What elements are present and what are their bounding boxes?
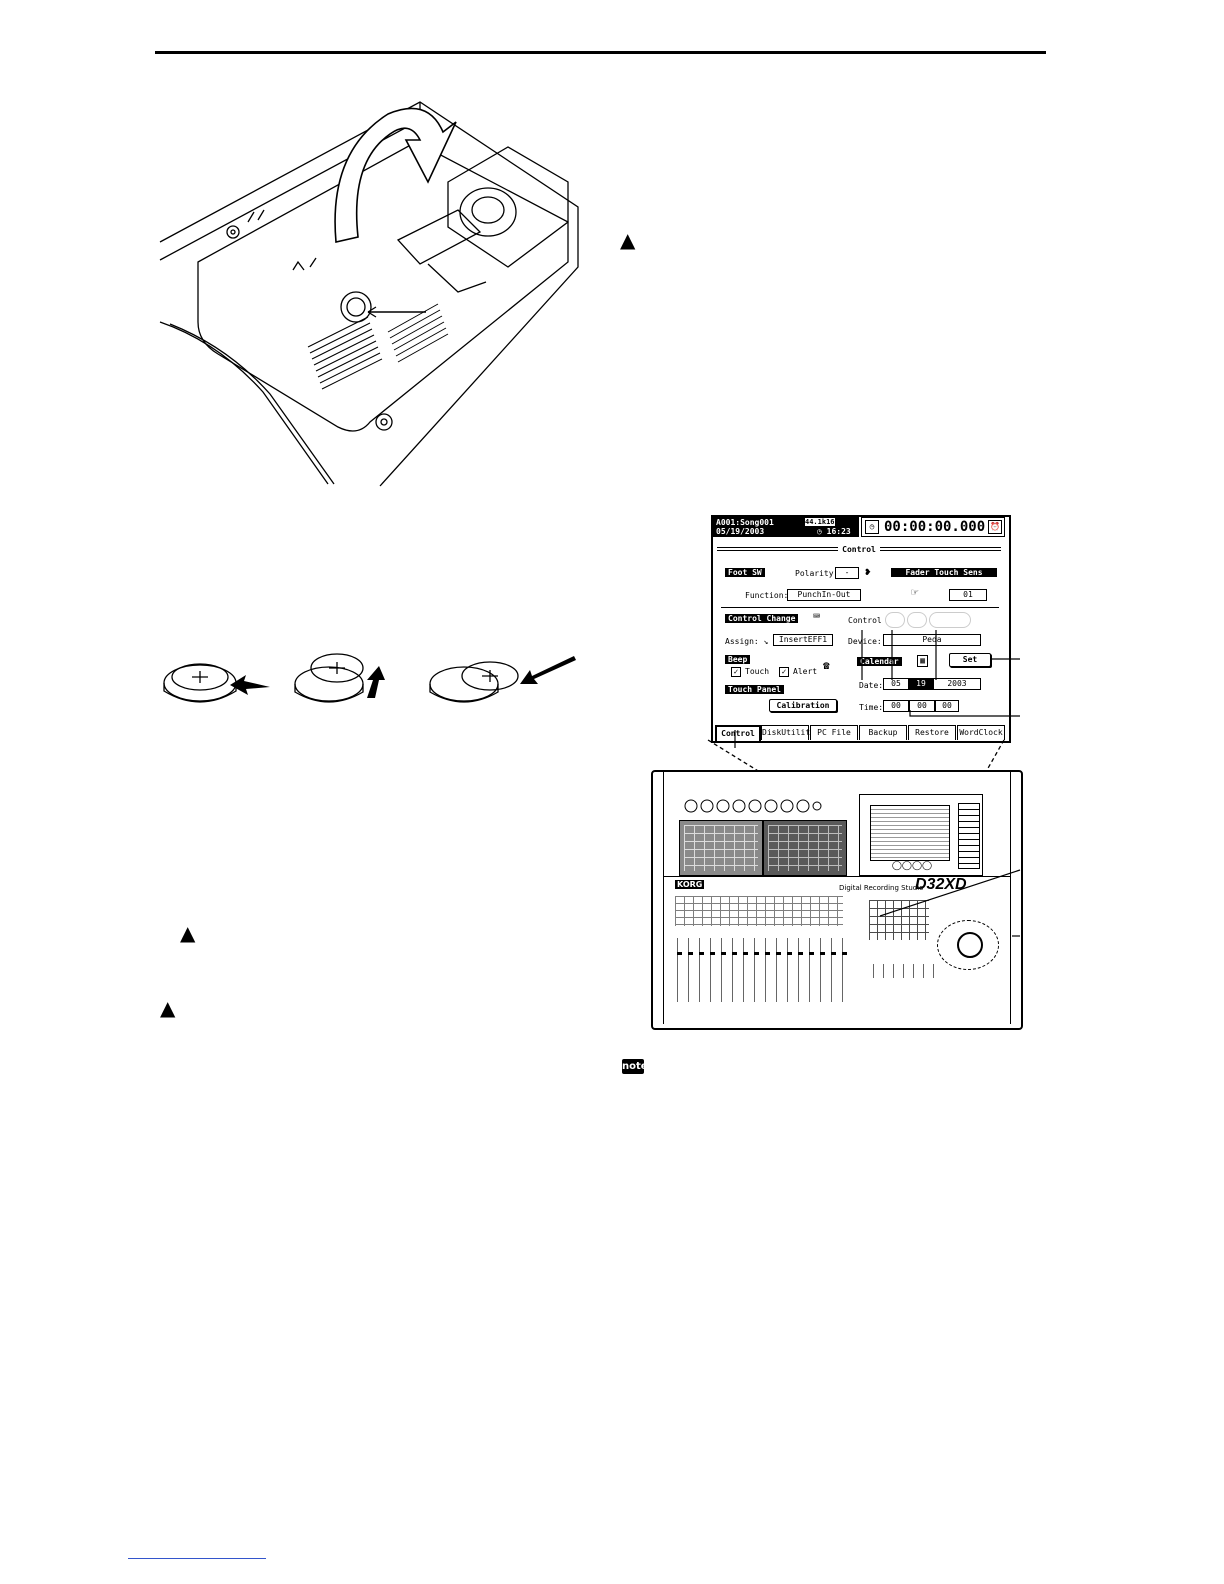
callout-bubble [885,612,905,628]
battery-compartment-illustration [159,101,579,487]
control-label: Control [848,616,882,625]
polarity-label: Polarity: [795,569,839,578]
panel-divider [663,876,1011,877]
song-name: A001:Song001 [716,518,774,527]
clock-time: ◷ 16:23 [817,527,851,536]
note-icon: note [622,1059,648,1074]
month-field[interactable]: 05 [883,678,909,690]
device-label: Device: [848,637,882,646]
beep-header: Beep [725,655,751,664]
transport-buttons [873,964,943,978]
page-title: Control [717,545,1001,554]
callout-bubble [929,612,971,628]
control-change-header: Control Change [725,614,799,623]
device-subtitle: Digital Recording Studio [839,884,924,892]
alert-checkbox[interactable]: ✓ [779,667,789,677]
track-buttons [675,896,843,926]
calendar-icon: ▦ [917,655,928,667]
function-label: Function: [745,591,789,600]
input-jacks [684,799,822,813]
foot-sw-header: Foot SW [725,568,765,577]
alert-label: Alert [793,667,818,676]
top-rule [155,51,1046,54]
set-button[interactable]: Set [949,653,991,667]
lcd-control-page: A001:Song001 44.1k16 05/19/2003 ◷ 16:23 … [711,515,1011,743]
calibration-button[interactable]: Calibration [769,699,837,712]
jog-dial [957,932,983,958]
channel-block-1-8 [679,820,763,876]
device-field[interactable]: Peda [883,634,981,646]
minute-field[interactable]: 00 [909,700,935,712]
tab-backup[interactable]: Backup [859,725,907,740]
control-buttons [869,900,929,940]
fader-touch-sens-field[interactable]: 01 [949,589,987,601]
battery-removal-step-1 [163,663,270,703]
second-field[interactable]: 00 [935,700,959,712]
keyboard-icon: ⌨ [813,609,821,623]
battery-removal-step-2 [294,653,385,703]
date-label: Date: [859,681,884,690]
song-info-header: A001:Song001 44.1k16 05/19/2003 ◷ 16:23 [713,517,859,537]
hand-icon: ☞ [911,585,919,599]
assign-field[interactable]: InsertEFF1 [773,634,833,646]
device-callout-lines [879,869,1021,937]
touch-checkbox[interactable]: ✓ [731,667,741,677]
assign-label: Assign: ↘ [725,637,769,646]
d32xd-device-illustration: ◯◯◯◯ KORG Digital Recording Studio D32XD [651,770,1023,1030]
battery-insert-step-3 [429,656,576,703]
speaker-icon: ☎ [823,659,830,672]
foot-pedal-icon: ❥ [865,567,872,578]
sample-rate: 44.1k16 [805,518,835,526]
callout-bubble [907,612,927,628]
right-side-panel [1010,772,1021,1024]
tab-diskutility[interactable]: DiskUtility [761,725,815,740]
tab-control[interactable]: Control [715,725,761,741]
current-date: 05/19/2003 [716,527,765,536]
tab-restore[interactable]: Restore [908,725,956,740]
brand-logo: KORG [675,880,705,889]
year-field[interactable]: 2003 [933,678,981,690]
alarm-icon: ⏰ [988,520,1002,534]
touch-panel-header: Touch Panel [725,685,784,694]
caution-icon: ▲ [180,921,196,945]
fader-touch-sens-header: Fader Touch Sens [891,568,997,577]
channel-block-9-16 [763,820,847,876]
caution-icon: ▲ [160,996,176,1020]
clock-icon: ◷ [865,520,879,534]
caution-icon: ▲ [620,228,636,252]
jog-dial-highlight [937,920,999,970]
fader-caps [677,952,853,955]
tab-wordclock[interactable]: WordClock [957,725,1005,740]
channel-faders [677,938,853,1002]
tab-pc-file[interactable]: PC File [810,725,858,740]
time-counter: ◷ 00:00:00.000 ⏰ [861,517,1005,537]
touch-label: Touch [745,667,770,676]
time-label: Time: [859,703,884,712]
divider [721,607,999,608]
device-model: D32XD [915,876,967,893]
polarity-field[interactable]: - [835,567,859,579]
left-side-panel [653,772,664,1024]
day-field[interactable]: 19 [909,678,933,690]
hour-field[interactable]: 00 [883,700,909,712]
function-field[interactable]: PunchIn-Out [787,589,861,601]
footnote-rule [128,1558,266,1559]
mini-lcd-display: ◯◯◯◯ [859,794,983,876]
counter-value: 00:00:00.000 [884,519,986,535]
lcd-callout-lines [707,630,1020,780]
calendar-header: Calendar [857,657,902,666]
